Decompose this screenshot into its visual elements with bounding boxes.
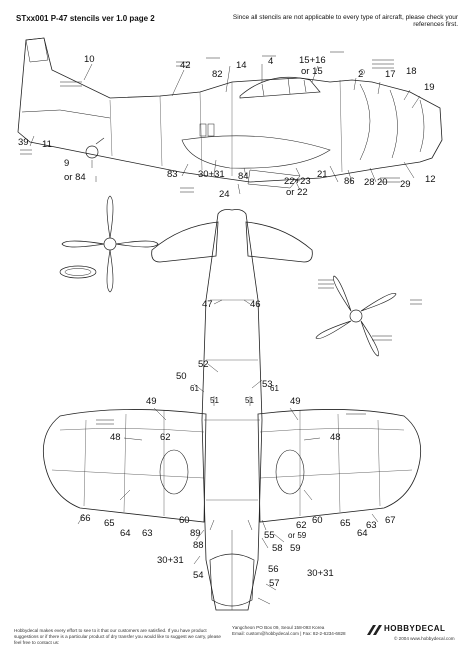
callout-11: 11 (42, 139, 52, 150)
callout-28: 28 (364, 177, 375, 188)
callout-65-right: 65 (340, 518, 351, 529)
callout-30-31-right: 30+31 (307, 568, 334, 579)
callout-29: 29 (400, 179, 411, 190)
callout-60-right: 60 (312, 515, 323, 526)
callout-54: 54 (193, 570, 204, 581)
callout-49-right: 49 (290, 396, 301, 407)
callout-or-15: or 15 (301, 66, 323, 77)
callout-22-23: 22+23 (284, 176, 311, 187)
footer-contact: Yangcheon PO Box 09, Seoul 158-093 Korea… (232, 625, 372, 637)
callout-19: 19 (424, 82, 435, 93)
callout-57: 57 (269, 578, 280, 589)
callout-55: 55 (264, 530, 275, 541)
callout-56: 56 (268, 564, 279, 575)
callout-46: 46 (250, 299, 261, 310)
callout-64-left: 64 (120, 528, 131, 539)
footer-address: Yangcheon PO Box 09, Seoul 158-093 Korea (232, 625, 325, 630)
callout-51-left: 51 (210, 396, 219, 405)
callout-15-16: 15+16 (299, 55, 326, 66)
callout-or-84: or 84 (64, 172, 86, 183)
callout-10: 10 (84, 54, 95, 65)
callout-9: 9 (64, 158, 70, 169)
callout-61-right: 61 (270, 384, 279, 393)
callout-53: 53 (262, 379, 273, 390)
page-title: STxx001 P-47 stencils ver 1.0 page 2 (16, 14, 155, 23)
callout-21: 21 (317, 169, 328, 180)
callout-or-22: or 22 (286, 187, 308, 198)
callout-51-right: 51 (245, 396, 254, 405)
callout-63-right: 63 (366, 520, 377, 531)
callout-58: 58 (272, 543, 283, 554)
callout-49-left: 49 (146, 396, 157, 407)
callout-4: 4 (268, 56, 274, 67)
callout-39: 39 (18, 137, 29, 148)
callout-42: 42 (180, 60, 191, 71)
callout-62-lower: 62 (296, 520, 307, 531)
callout-83: 83 (167, 169, 178, 180)
callout-60-left: 60 (179, 515, 190, 526)
callout-14: 14 (236, 60, 247, 71)
callout-88: 88 (193, 540, 204, 551)
callout-48-left: 48 (110, 432, 121, 443)
hobbydecal-logo-icon (367, 625, 382, 635)
callout-84: 84 (238, 171, 249, 182)
callout-30-31: 30+31 (198, 169, 225, 180)
callout-47: 47 (202, 299, 213, 310)
callout-82: 82 (212, 69, 223, 80)
callout-62-left: 62 (160, 432, 171, 443)
callout-65-left: 65 (104, 518, 115, 529)
callout-66: 66 (80, 513, 91, 524)
callout-64-right: 64 (357, 528, 368, 539)
callout-48-right: 48 (330, 432, 341, 443)
side-view-drawing (17, 37, 443, 195)
header-note: Since all stencils are not applicable to… (232, 14, 458, 28)
callout-63-left: 63 (142, 528, 153, 539)
callout-61-left: 61 (190, 384, 199, 393)
callout-67: 67 (385, 515, 396, 526)
callout-30-31-left: 30+31 (157, 555, 184, 566)
callout-59: 59 (290, 543, 301, 554)
callout-20: 20 (377, 177, 388, 188)
callout-86: 86 (344, 176, 355, 187)
callout-52: 52 (198, 359, 209, 370)
callout-12: 12 (425, 174, 436, 185)
callout-24: 24 (219, 189, 230, 200)
callout-2: 2 (358, 69, 364, 80)
callout-18: 18 (406, 66, 417, 77)
brand-copyright[interactable]: © 2004 www.hobbydecal.com (394, 636, 455, 641)
brand-name: HOBBYDECAL (384, 624, 446, 633)
footer-disclaimer: Hobbydecal makes every effort to see to … (14, 628, 221, 646)
callout-89: 89 (190, 528, 201, 539)
callout-or-59: or 59 (288, 531, 307, 540)
plan-view-drawing (42, 195, 422, 611)
callout-50: 50 (176, 371, 187, 382)
footer-email[interactable]: Email: custom@hobbydecal.com | Fax: 82-2… (232, 631, 346, 637)
callout-17: 17 (385, 69, 396, 80)
